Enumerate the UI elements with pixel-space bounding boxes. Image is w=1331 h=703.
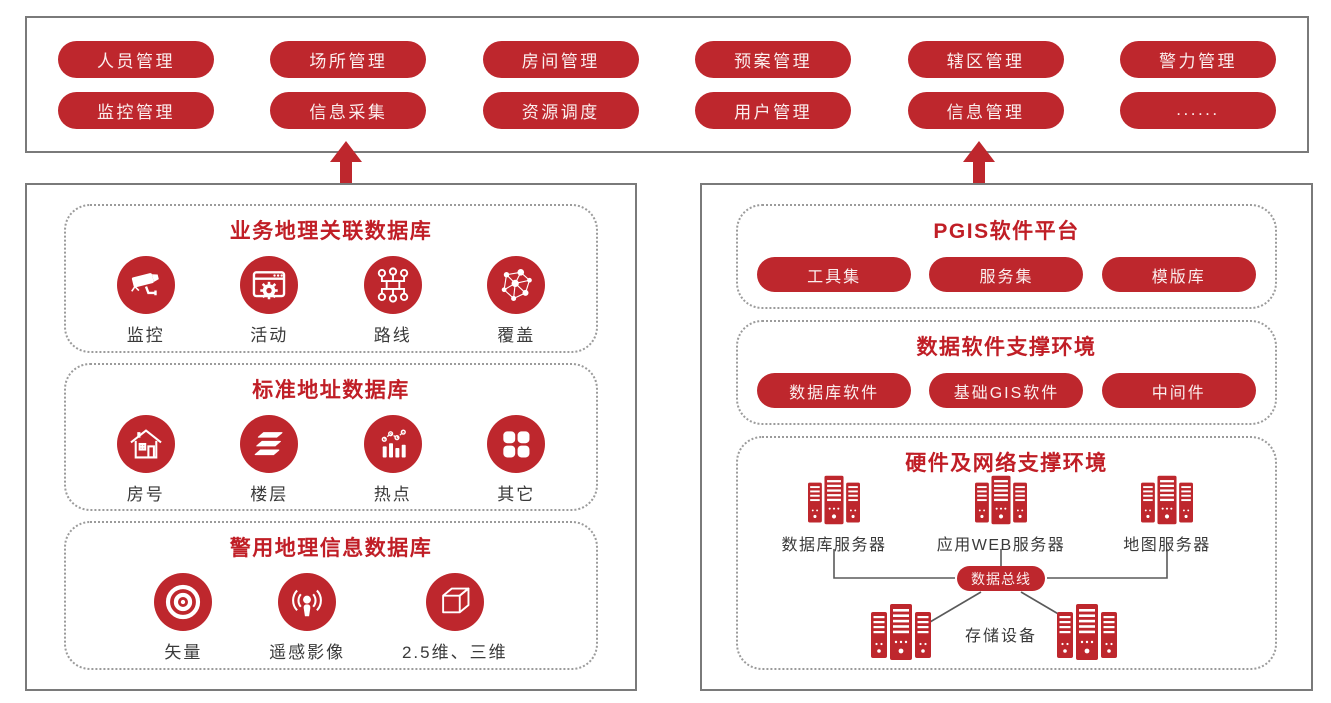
chart-icon <box>363 414 422 473</box>
platform-box: PGIS软件平台 工具集 服务集 模版库 数据软件支撑环境 数据库软件 基础GI… <box>700 183 1313 691</box>
storage-label: 存储设备 <box>964 628 1037 645</box>
module-pill: 用户管理 <box>695 91 852 129</box>
server-label: 应用WEB服务器 <box>936 537 1066 554</box>
db-item: 楼层 <box>240 414 299 505</box>
db-item-label: 2.5维、三维 <box>401 643 508 663</box>
db-item: 活动 <box>240 256 299 346</box>
db-item: 2.5维、三维 <box>402 573 508 663</box>
application-modules-box: 人员管理 场所管理 房间管理 预案管理 辖区管理 警力管理 监控管理 信息采集 … <box>25 16 1309 153</box>
server-unit: 数据库服务器 <box>764 474 904 555</box>
pill-row: 工具集 服务集 模版库 <box>738 257 1275 292</box>
module-row-1: 人员管理 场所管理 房间管理 预案管理 辖区管理 警力管理 <box>58 40 1276 78</box>
module-pill: 房间管理 <box>482 40 639 78</box>
storage-server-icon <box>1057 604 1117 660</box>
platform-pill: 数据库软件 <box>757 373 912 408</box>
icon-row: 矢量 <box>66 573 596 663</box>
house-icon <box>116 414 175 473</box>
platform-pill: 中间件 <box>1101 373 1256 408</box>
platform-pill: 模版库 <box>1101 257 1256 292</box>
platform-pill: 基础GIS软件 <box>929 373 1084 408</box>
db-item-label: 热点 <box>373 484 412 504</box>
cube-icon <box>425 573 484 632</box>
db-item-label: 路线 <box>373 326 412 345</box>
server-rack-icon <box>808 475 860 525</box>
storage-unit <box>869 602 933 667</box>
module-pill: 辖区管理 <box>907 40 1064 78</box>
section-title: 标准地址数据库 <box>252 378 410 402</box>
section-title: PGIS软件平台 <box>933 220 1080 243</box>
section-data-software-env: 数据软件支撑环境 数据库软件 基础GIS软件 中间件 <box>736 320 1277 425</box>
section-title: 业务地理关联数据库 <box>229 220 433 243</box>
db-item: 房号 <box>116 414 175 505</box>
module-row-2: 监控管理 信息采集 资源调度 用户管理 信息管理 ...... <box>58 91 1276 129</box>
db-item: 遥感影像 <box>269 573 345 663</box>
grid-icon <box>487 414 546 473</box>
section-police-gis-db: 警用地理信息数据库 矢量 <box>64 521 598 671</box>
data-bus-pill: 数据总线 <box>957 566 1045 591</box>
module-pill: 监控管理 <box>58 91 214 129</box>
module-pill: 人员管理 <box>58 40 214 78</box>
server-rack-icon <box>975 475 1027 525</box>
cctv-icon <box>116 256 175 314</box>
node-graph-icon <box>487 256 546 314</box>
hardware-layout: 数据库服务器 <box>738 474 1275 668</box>
db-item: 其它 <box>487 414 546 505</box>
server-rack-icon <box>1141 475 1193 525</box>
storage-unit <box>1055 602 1119 667</box>
pill-row: 数据库软件 基础GIS软件 中间件 <box>738 373 1275 408</box>
module-pill: 资源调度 <box>482 91 639 129</box>
db-item: 监控 <box>116 256 175 346</box>
db-item-label: 楼层 <box>250 484 289 504</box>
db-item: 路线 <box>363 256 422 346</box>
server-label: 数据库服务器 <box>781 537 887 554</box>
platform-pill: 服务集 <box>929 257 1084 292</box>
platform-pill: 工具集 <box>757 257 912 292</box>
server-unit: 应用WEB服务器 <box>931 474 1071 555</box>
module-pill: 信息管理 <box>907 91 1064 129</box>
db-item-label: 覆盖 <box>497 326 536 345</box>
target-icon <box>154 573 213 632</box>
db-item: 矢量 <box>154 573 213 663</box>
db-item-label: 房号 <box>126 484 165 504</box>
podcast-icon <box>278 573 337 632</box>
db-item-label: 矢量 <box>164 643 203 663</box>
db-item: 覆盖 <box>487 256 546 346</box>
server-label: 地图服务器 <box>1123 537 1211 554</box>
module-pill: ...... <box>1119 91 1276 129</box>
icon-row: 房号 楼层 <box>66 414 596 505</box>
databases-box: 业务地理关联数据库 监控 <box>25 183 637 691</box>
section-standard-address-db: 标准地址数据库 <box>64 362 598 512</box>
db-item: 热点 <box>363 414 422 505</box>
section-pgis-platform: PGIS软件平台 工具集 服务集 模版库 <box>736 204 1277 309</box>
section-title: 警用地理信息数据库 <box>229 537 433 561</box>
db-item-label: 监控 <box>126 326 165 345</box>
db-item-label: 遥感影像 <box>269 643 346 663</box>
section-title: 数据软件支撑环境 <box>916 336 1097 359</box>
module-pill: 场所管理 <box>270 40 427 78</box>
db-item-label: 其它 <box>497 484 536 504</box>
window-gear-icon <box>240 256 299 314</box>
server-unit: 地图服务器 <box>1097 474 1237 555</box>
section-business-geo-db: 业务地理关联数据库 监控 <box>64 204 598 353</box>
db-item-label: 活动 <box>250 326 289 345</box>
topology-icon <box>363 256 422 314</box>
storage-server-icon <box>871 604 931 660</box>
module-pill: 警力管理 <box>1119 40 1276 78</box>
module-pill: 信息采集 <box>270 91 427 129</box>
section-title: 硬件及网络支撑环境 <box>905 452 1108 475</box>
layers-icon <box>240 414 299 473</box>
section-hardware-network-env: 硬件及网络支撑环境 <box>736 436 1277 670</box>
icon-row: 监控 <box>66 256 596 346</box>
module-pill: 预案管理 <box>695 40 852 78</box>
